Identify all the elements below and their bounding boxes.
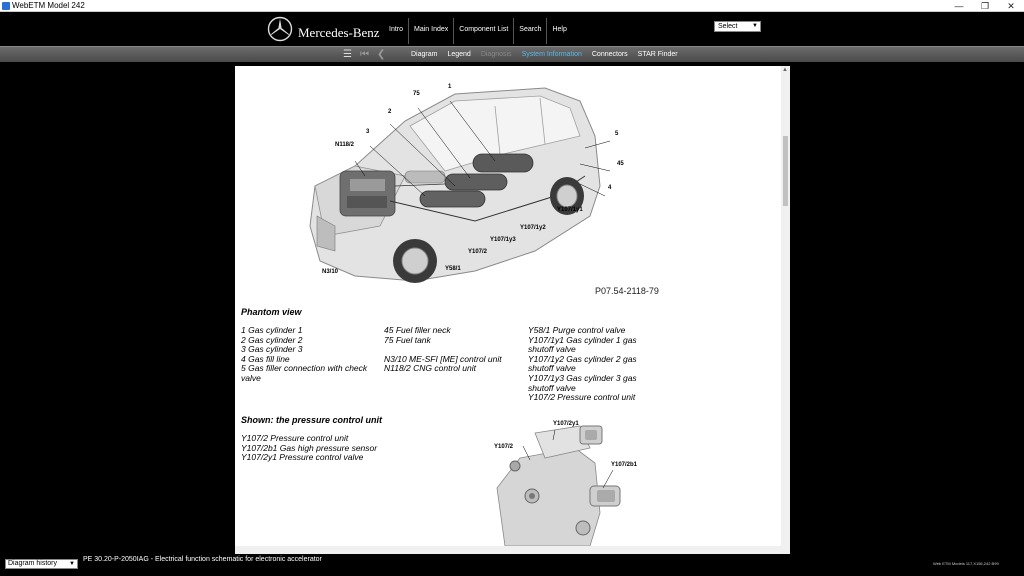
pressure-control-unit-illustration <box>496 425 621 547</box>
callout-y107-1y1: Y107/1y1 <box>557 207 583 213</box>
chevron-down-icon: ▼ <box>69 561 75 567</box>
tab-star-finder[interactable]: STAR Finder <box>637 51 678 58</box>
view-tabs: Diagram Legend Diagnosis System Informat… <box>406 47 683 63</box>
legend-item: Y58/1 Purge control valve <box>528 325 626 335</box>
status-bar: Diagram history ▼ PE 30.20-P-2050IAG - E… <box>0 554 1024 576</box>
legend-item: 4 Gas fill line <box>241 353 290 364</box>
current-document-label: PE 30.20-P-2050IAG - Electrical function… <box>83 556 322 563</box>
nav-search[interactable]: Search <box>513 18 546 44</box>
close-button[interactable]: ✕ <box>1007 1 1015 11</box>
legend-column-1: 1 Gas cylinder 1 2 Gas cylinder 2 3 Gas … <box>241 325 368 384</box>
callout-75: 75 <box>413 91 420 97</box>
minimize-button[interactable]: — <box>954 1 964 11</box>
legend-item: 45 Fuel filler neck <box>384 325 451 335</box>
legend-item: N3/10 ME-SFI [ME] control unit <box>384 353 502 364</box>
first-page-icon[interactable]: ⏮ <box>359 49 369 60</box>
callout-3: 3 <box>366 129 370 135</box>
shown-legend: Y107/2 Pressure control unit Y107/2b1 Ga… <box>241 433 378 463</box>
callout-n118-2: N118/2 <box>335 142 355 148</box>
diagram-history-value: Diagram history <box>8 560 58 567</box>
toolbar-icons: ☰ ⏮ ❮ <box>343 49 385 61</box>
version-label: Web ETM Models 117,X156,242 B99 <box>933 561 999 566</box>
nav-intro[interactable]: Intro <box>389 26 404 33</box>
mercedes-star-logo <box>267 16 293 42</box>
legend-item: Y107/2b1 Gas high pressure sensor <box>241 442 378 453</box>
toolbar: ☰ ⏮ ❮ Diagram Legend Diagnosis System In… <box>0 46 1024 62</box>
legend-item: shutoff valve <box>528 363 576 374</box>
nav-main-index[interactable]: Main Index <box>408 18 453 44</box>
horizontal-scrollbar[interactable] <box>235 546 781 554</box>
phantom-view-title: Phantom view <box>241 307 302 317</box>
callout-y107-1y3: Y107/1y3 <box>490 237 516 243</box>
window-titlebar: WebETM Model 242 — ❐ ✕ <box>0 0 1024 12</box>
model-select-value: Select <box>718 23 738 30</box>
legend-item: Y107/1y2 Gas cylinder 2 gas <box>528 353 637 364</box>
legend-item: shutoff valve <box>528 344 576 355</box>
menu-icon[interactable]: ☰ <box>343 49 352 60</box>
tab-diagram[interactable]: Diagram <box>411 51 438 58</box>
legend-item: Y107/2 Pressure control unit <box>241 433 349 443</box>
callout-y107-2: Y107/2 <box>468 249 488 255</box>
callout-5: 5 <box>615 131 619 137</box>
legend-item: 5 Gas filler connection with check <box>241 363 368 374</box>
top-navigation: Intro Main Index Component List Search H… <box>384 18 572 44</box>
chevron-down-icon: ▼ <box>752 23 758 29</box>
legend-item: Y107/2 Pressure control unit <box>528 392 636 403</box>
callout-2: 2 <box>388 109 392 115</box>
vertical-scrollbar[interactable]: ▲ <box>781 66 790 554</box>
tab-system-information[interactable]: System Information <box>521 51 582 58</box>
tab-legend[interactable]: Legend <box>447 51 471 58</box>
legend-column-3: Y58/1 Purge control valve Y107/1y1 Gas c… <box>528 325 637 403</box>
document-pane[interactable]: 75 1 2 3 N118/2 5 45 4 Y107/1y1 Y107/1y2… <box>235 66 781 554</box>
scroll-up-icon[interactable]: ▲ <box>782 67 788 73</box>
back-icon[interactable]: ❮ <box>376 49 386 60</box>
legend-column-2: 45 Fuel filler neck 75 Fuel tank N3/10 M… <box>384 325 502 374</box>
tab-connectors[interactable]: Connectors <box>591 51 628 58</box>
callout-45: 45 <box>617 161 624 167</box>
legend-item: 3 Gas cylinder 3 <box>241 344 303 355</box>
legend-item: 2 Gas cylinder 2 <box>241 334 303 345</box>
legend-item: Y107/2y1 Pressure control valve <box>241 452 364 463</box>
diagram-history-select[interactable]: Diagram history ▼ <box>5 559 78 569</box>
model-select[interactable]: Select ▼ <box>714 21 761 32</box>
car-phantom-view-illustration <box>309 87 611 283</box>
legend-item: shutoff valve <box>528 382 576 393</box>
figure-code: P07.54-2118-79 <box>595 286 659 296</box>
callout-y107-1y2: Y107/1y2 <box>520 225 546 231</box>
legend-item: N118/2 CNG control unit <box>384 363 476 374</box>
legend-item: 1 Gas cylinder 1 <box>241 325 303 335</box>
app-icon <box>2 2 10 10</box>
window-title: WebETM Model 242 <box>12 1 85 10</box>
callout-y107-2b1: Y107/2b1 <box>611 462 638 468</box>
callout-y107-2-unit: Y107/2 <box>494 444 514 450</box>
maximize-button[interactable]: ❐ <box>980 1 990 11</box>
legend-item: Y107/1y1 Gas cylinder 1 gas <box>528 334 637 345</box>
brand-name: Mercedes-Benz <box>298 25 380 40</box>
callout-4: 4 <box>608 185 612 191</box>
legend-item: Y107/1y3 Gas cylinder 3 gas <box>528 372 637 383</box>
callout-1: 1 <box>448 84 452 90</box>
app-header: Mercedes-Benz Intro Main Index Component… <box>0 12 1024 46</box>
nav-component-list[interactable]: Component List <box>453 18 513 44</box>
legend-item: 75 Fuel tank <box>384 334 431 345</box>
legend-item: valve <box>241 372 261 383</box>
nav-help[interactable]: Help <box>546 18 571 44</box>
callout-n3-10: N3/10 <box>322 269 339 275</box>
callout-y58-1: Y58/1 <box>445 266 461 272</box>
tab-diagnosis: Diagnosis <box>480 51 512 58</box>
callout-y107-2y1: Y107/2y1 <box>553 421 579 427</box>
scrollbar-thumb[interactable] <box>783 136 788 206</box>
shown-section-title: Shown: the pressure control unit <box>241 415 383 425</box>
